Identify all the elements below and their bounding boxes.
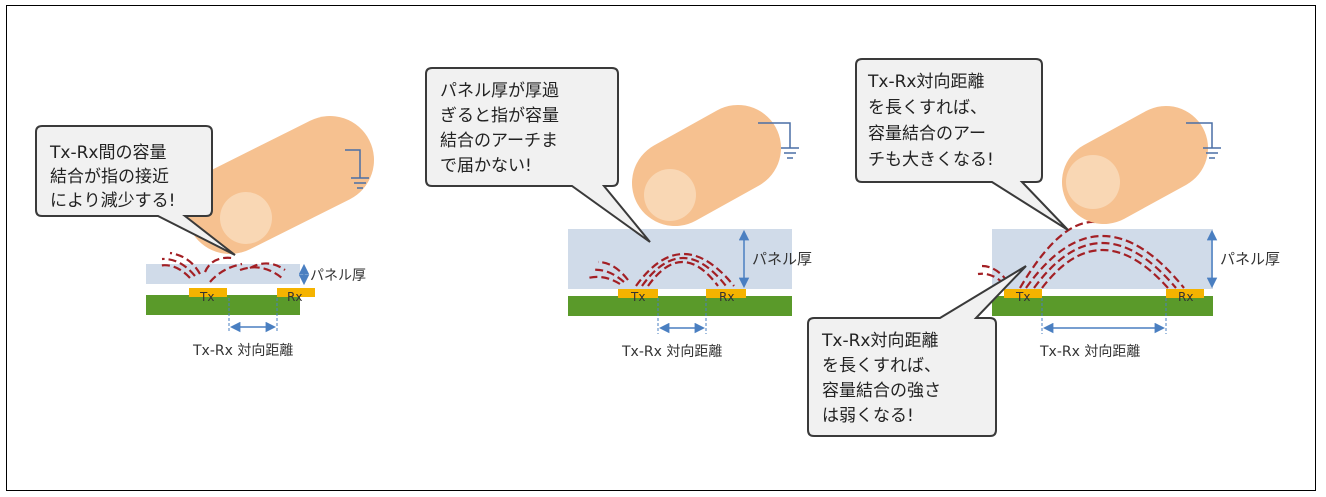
panel-3: Tx Rx パネル厚 Tx-Rx 対向距離 Tx-Rx対向距離 <box>807 58 1280 437</box>
bubble-line-1: パネル厚が厚過 <box>440 81 559 101</box>
bubble-line-1: Tx-Rx間の容量 <box>49 143 166 163</box>
distance-label: Tx-Rx 対向距離 <box>1039 343 1140 360</box>
speech-bubble: パネル厚が厚過 ぎると指が容量 結合のアーチま で届かない! <box>425 67 651 243</box>
substrate <box>568 296 792 316</box>
ground-icon <box>345 149 369 189</box>
finger-icon <box>1062 106 1208 224</box>
tx-label: Tx <box>199 290 214 304</box>
bubble2-line-2: を長くすれば、 <box>822 356 941 376</box>
panel-1: Tx Rx パネル厚 Tx-Rx 対向距離 Tx <box>35 116 374 359</box>
distance-label: Tx-Rx 対向距離 <box>621 343 722 360</box>
ground-icon <box>758 122 799 159</box>
panel-2: Tx Rx パネル厚 Tx-Rx 対向距離 パネル厚が厚過 <box>425 67 812 360</box>
bubble-line-2: を長くすれば、 <box>868 98 987 118</box>
field-lines <box>587 252 735 287</box>
rx-label: Rx <box>287 290 302 304</box>
rx-electrode <box>706 289 746 298</box>
substrate <box>992 296 1213 316</box>
bubble2-line-4: は弱くなる! <box>822 406 914 426</box>
ground-icon <box>1186 122 1221 159</box>
tx-electrode <box>189 288 227 297</box>
bubble-line-1: Tx-Rx対向距離 <box>867 72 984 92</box>
distance-label: Tx-Rx 対向距離 <box>192 342 293 359</box>
bubble-line-2: ぎると指が容量 <box>440 106 559 126</box>
bubble-line-3: 容量結合のアー <box>868 124 986 144</box>
rx-label: Rx <box>1178 290 1193 304</box>
cover-panel <box>992 229 1213 289</box>
bubble-line-4: チも大きくなる! <box>868 150 994 170</box>
cover-panel <box>146 264 300 284</box>
bubble2-line-3: 容量結合の強さ <box>822 381 941 401</box>
rx-label: Rx <box>719 290 734 304</box>
rx-electrode <box>1166 289 1204 298</box>
tx-label: Tx <box>630 290 645 304</box>
bubble-line-3: 結合のアーチま <box>440 131 558 151</box>
tx-electrode <box>618 289 658 298</box>
finger-icon <box>632 105 781 226</box>
tx-electrode <box>1004 289 1042 298</box>
thickness-label: パネル厚 <box>1220 250 1280 268</box>
speech-bubble-top: Tx-Rx対向距離 を長くすれば、 容量結合のアー チも大きくなる! <box>855 58 1069 231</box>
thickness-label: パネル厚 <box>310 268 366 284</box>
speech-bubble-bottom: Tx-Rx対向距離 を長くすれば、 容量結合の強さ は弱くなる! <box>807 265 1027 437</box>
finger-icon <box>186 116 374 254</box>
substrate <box>146 295 300 315</box>
thickness-label: パネル厚 <box>752 250 812 268</box>
tx-label: Tx <box>1015 290 1030 304</box>
bubble2-line-1: Tx-Rx対向距離 <box>821 331 938 351</box>
bubble-line-2: 結合が指の接近 <box>50 167 169 187</box>
figure-frame <box>6 5 1316 491</box>
bubble-line-4: で届かない! <box>440 156 532 176</box>
speech-bubble: Tx-Rx間の容量 結合が指の接近 により減少する! <box>35 125 236 256</box>
bubble-line-3: により減少する! <box>50 191 175 211</box>
rx-electrode <box>277 288 315 297</box>
field-lines <box>157 251 286 283</box>
